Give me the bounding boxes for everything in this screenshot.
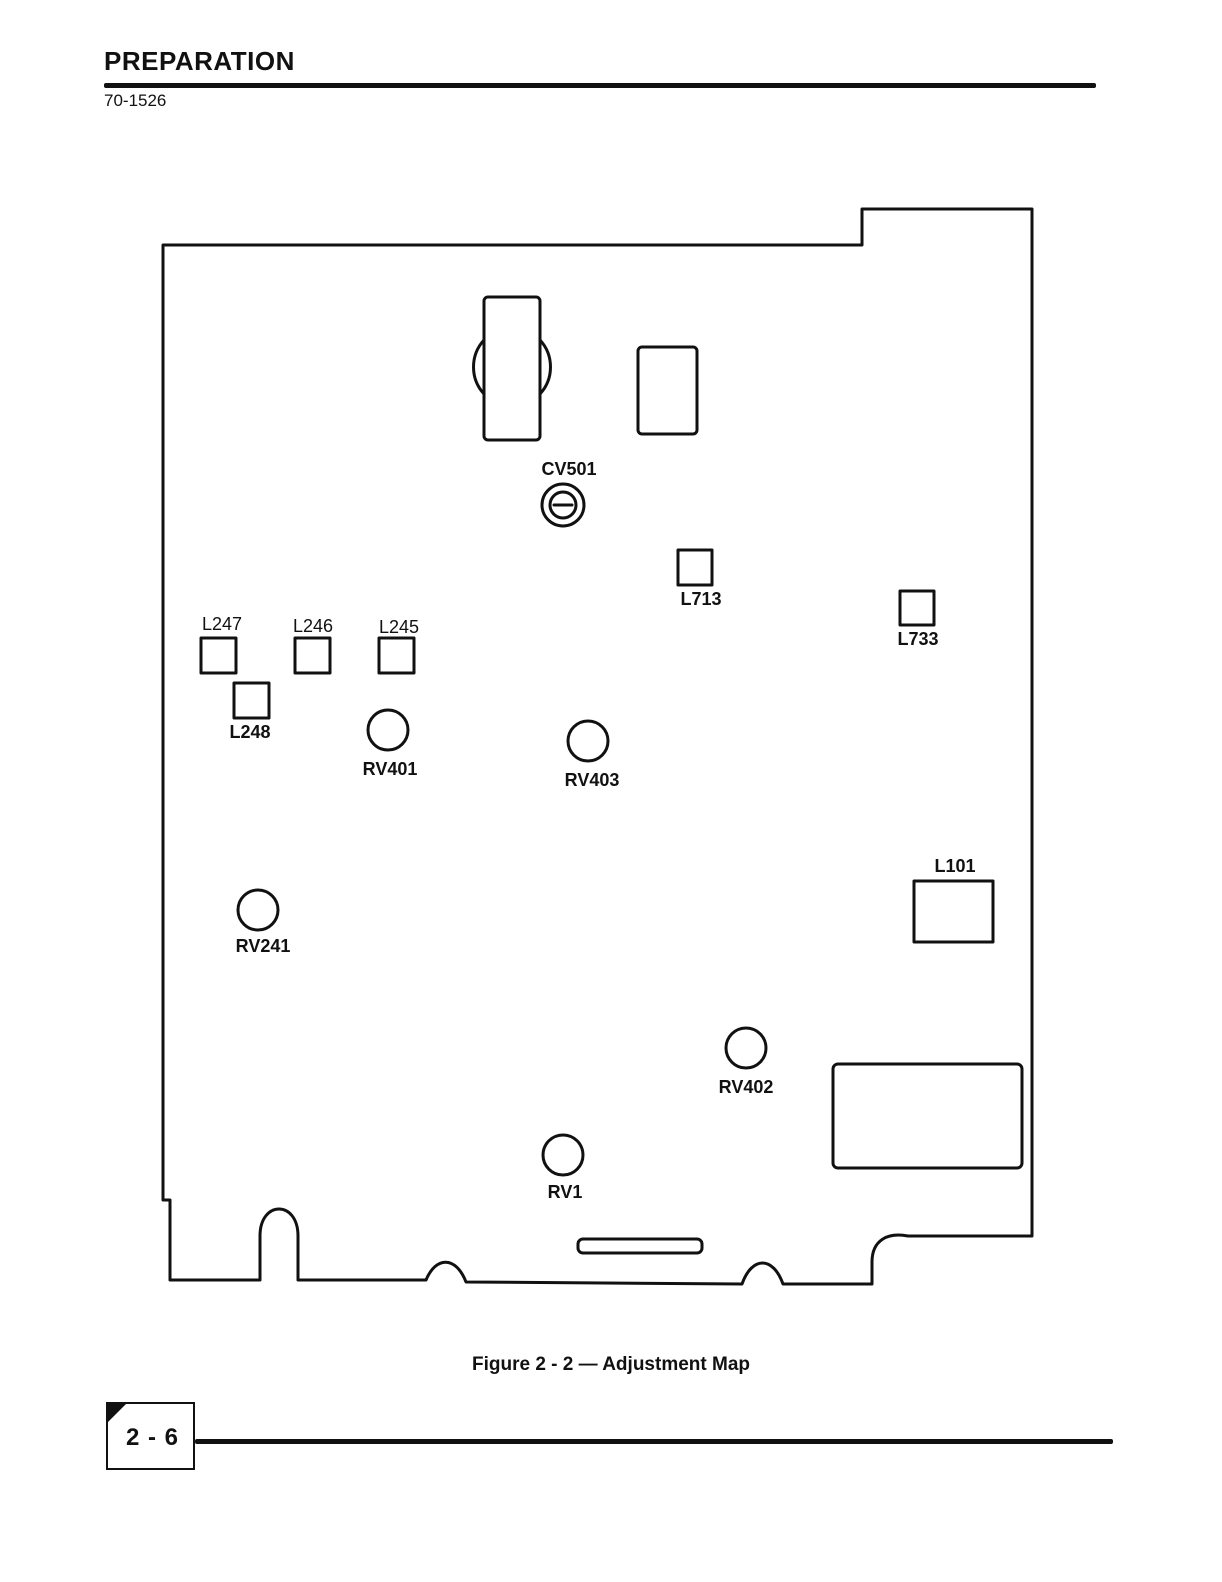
l248-coil: [234, 683, 269, 718]
label-l248: L248: [229, 722, 270, 742]
label-l733: L733: [897, 629, 938, 649]
rv401-potentiometer: [368, 710, 408, 750]
l733-coil: [900, 591, 934, 625]
rv1-potentiometer: [543, 1135, 583, 1175]
edge-connector: [578, 1239, 702, 1253]
electrolytic-capacitor-outline-right: [540, 340, 550, 394]
label-l245: L245: [379, 617, 419, 637]
label-l101: L101: [934, 856, 975, 876]
board-outline: [163, 209, 1032, 1284]
label-rv1: RV1: [548, 1182, 583, 1202]
figure-caption: Figure 2 - 2 — Adjustment Map: [0, 1354, 1222, 1376]
electrolytic-capacitor-outline: [474, 340, 484, 394]
l246-coil: [295, 638, 330, 673]
label-l247: L247: [202, 614, 242, 634]
rv241-potentiometer: [238, 890, 278, 930]
rv402-potentiometer: [726, 1028, 766, 1068]
transformer-block: [833, 1064, 1022, 1168]
upright-component: [484, 297, 540, 440]
label-rv241: RV241: [236, 936, 291, 956]
relay-component: [638, 347, 697, 434]
l713-coil: [678, 550, 712, 585]
label-rv402: RV402: [719, 1077, 774, 1097]
label-rv403: RV403: [565, 770, 620, 790]
l247-coil: [201, 638, 236, 673]
page-number-tab: 2 - 6: [106, 1402, 195, 1470]
label-rv401: RV401: [363, 759, 418, 779]
rv403-potentiometer: [568, 721, 608, 761]
l101-coil: [914, 881, 993, 942]
l245-coil: [379, 638, 414, 673]
footer-rule: [195, 1439, 1113, 1444]
page-number: 2 - 6: [108, 1424, 197, 1452]
label-l246: L246: [293, 616, 333, 636]
label-l713: L713: [680, 589, 721, 609]
label-cv501: CV501: [541, 459, 596, 479]
page-tab-corner: [108, 1404, 126, 1422]
